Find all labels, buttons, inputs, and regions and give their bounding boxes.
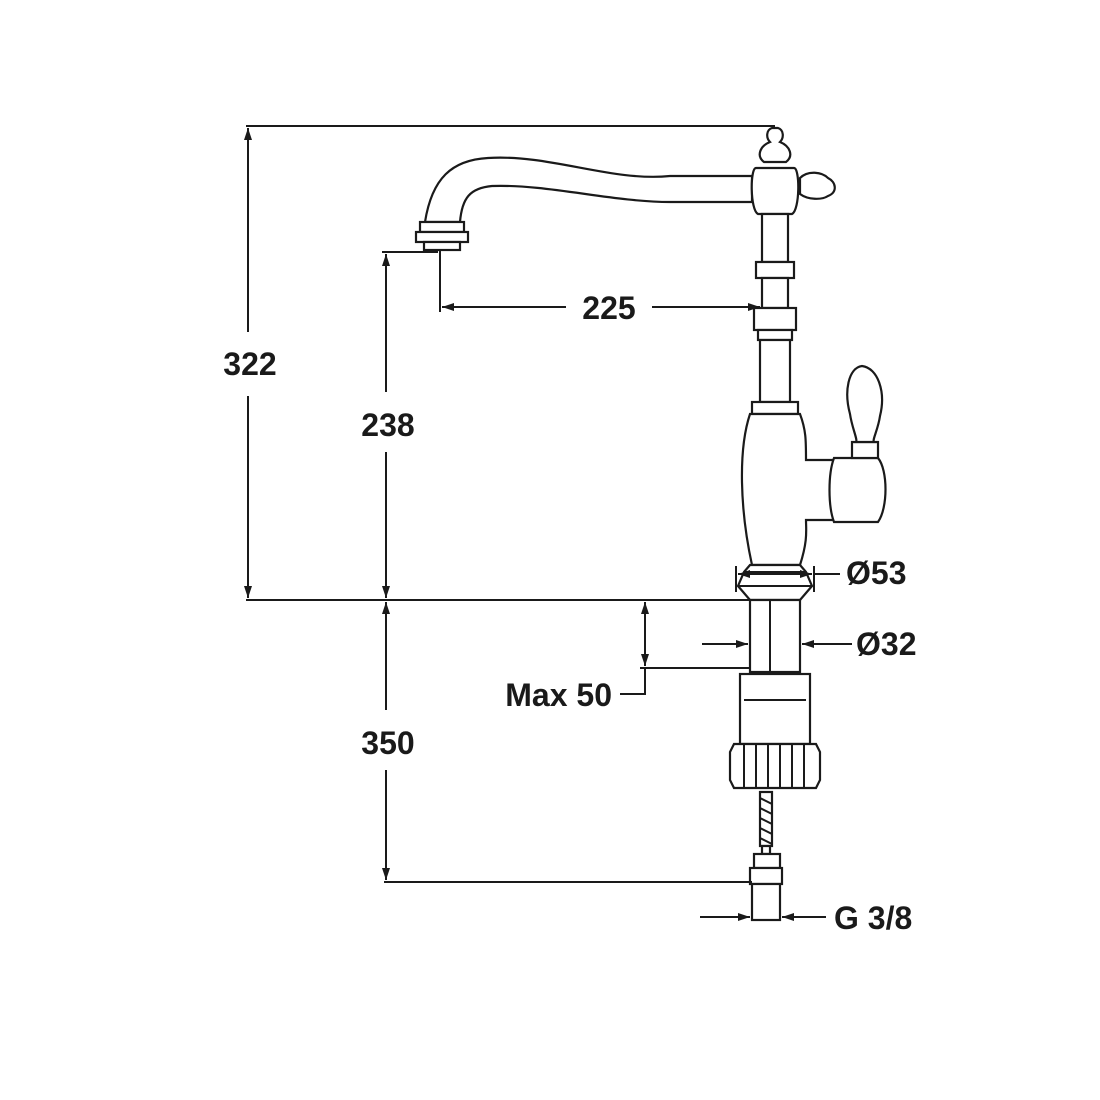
column-collar-1	[754, 260, 796, 280]
label-max-counter-thickness: Max 50	[505, 677, 612, 713]
column-upper	[760, 212, 790, 264]
label-spout-reach: 225	[582, 290, 635, 326]
column-collar-3	[756, 328, 794, 342]
column-mid	[760, 276, 790, 310]
hose-crimp-ring	[752, 852, 782, 870]
top-finial	[758, 126, 792, 164]
label-hose-length: 350	[361, 725, 414, 761]
dimension-base-diameter: Ø53	[735, 555, 906, 592]
spout-outlet-ring-2	[414, 230, 470, 244]
head-block	[750, 166, 800, 216]
spout-outlet-tip	[422, 240, 462, 252]
hose-braid-pattern	[759, 797, 773, 845]
hose-connector-tail	[750, 882, 782, 922]
mounting-nut	[728, 742, 822, 790]
dimension-spout-reach: 225	[439, 250, 760, 326]
dimension-total-height: 322	[223, 125, 775, 601]
dimension-spout-height: 238	[361, 251, 438, 598]
label-spout-height: 238	[361, 407, 414, 443]
label-base-diameter: Ø53	[846, 555, 906, 591]
dimension-connection-thread: G 3/8	[700, 900, 912, 936]
faucet-body	[740, 412, 838, 567]
side-cap-knob	[798, 171, 836, 200]
hose-nut	[748, 866, 784, 886]
lever-base	[850, 440, 880, 460]
lever-housing	[828, 456, 887, 524]
dimension-max-counter-thickness: Max 50	[505, 602, 750, 713]
lever-handle	[846, 364, 884, 444]
dimension-shank-diameter: Ø32	[702, 626, 916, 662]
column-collar-4	[750, 400, 800, 416]
dimension-hose-length: 350	[361, 602, 752, 883]
hose-neck	[760, 844, 772, 856]
column-collar-2	[752, 306, 798, 332]
faucet-outline	[414, 126, 887, 922]
mounting-sleeve	[738, 672, 812, 746]
label-connection-thread: G 3/8	[834, 900, 912, 936]
label-shank-diameter: Ø32	[856, 626, 916, 662]
spout-outlet-ring	[418, 220, 466, 234]
column-lower	[758, 338, 792, 404]
threaded-shank	[748, 598, 802, 674]
label-total-height: 322	[223, 346, 276, 382]
spout-tube	[423, 156, 754, 224]
base-flange	[736, 563, 814, 602]
nut-grip-ribs	[743, 744, 805, 788]
